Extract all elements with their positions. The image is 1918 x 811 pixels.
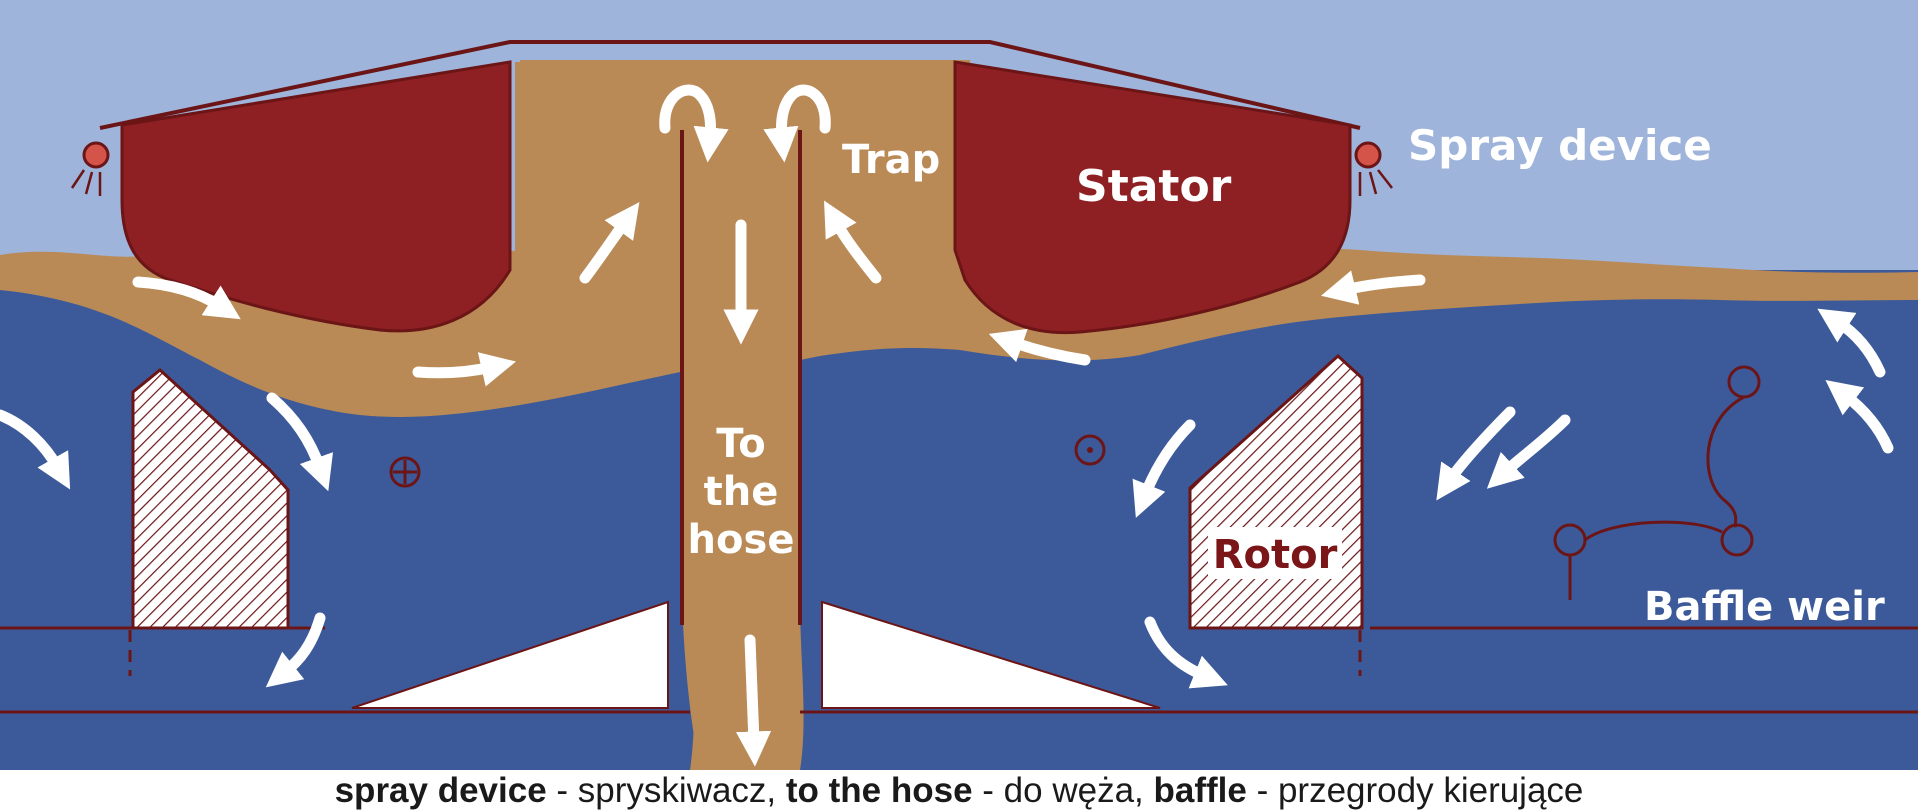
stator-left (120, 60, 512, 333)
arrow-up-left-column (579, 202, 640, 284)
stator-roof-line (99, 40, 1361, 130)
arrow-trap-left (659, 84, 729, 163)
wedge-right (821, 600, 1161, 709)
label-stator: Stator (1076, 161, 1232, 212)
arrow-left-blade-top (266, 392, 334, 492)
baffle-weir-mechanism (1553, 365, 1761, 600)
arrow-baffle-up-2 (1825, 380, 1894, 454)
arrow-down-tube-lower (735, 634, 772, 767)
arrow-right-blade-bottom (1144, 616, 1228, 689)
label-spray-device: Spray device (1408, 121, 1712, 170)
arrow-froth-right-1 (1321, 270, 1426, 305)
spray-device-left (70, 141, 110, 196)
arrow-froth-left-1 (132, 276, 241, 320)
label-rotor: Rotor (1213, 532, 1338, 578)
flow-arrows (0, 84, 1894, 767)
label-to-the-hose-line2: the (704, 469, 779, 515)
into-page-symbol (389, 456, 421, 488)
caption-translation-baffle: - przegrody kierujące (1246, 771, 1584, 810)
arrow-baffle-up-1 (1817, 308, 1886, 378)
arrow-up-right-column (824, 200, 882, 284)
label-trap: Trap (842, 137, 940, 183)
stator-right (953, 60, 1352, 335)
caption-translation-to-the-hose: - do węża, (972, 771, 1154, 810)
label-to-the-hose-line1: To (716, 421, 765, 467)
rotor-blade-left (131, 368, 290, 630)
arrow-left-outer (0, 409, 71, 490)
caption-term-spray-device: spray device (334, 771, 547, 810)
arrow-trap-right (763, 84, 831, 163)
arrow-left-blade-bottom (265, 612, 326, 688)
draft-tube (682, 130, 804, 770)
arrow-right-blade-top (1132, 419, 1196, 518)
spray-device-right (1354, 141, 1393, 196)
legend-caption: spray device - spryskiwacz, to the hose … (0, 770, 1918, 811)
caption-term-baffle: baffle (1153, 771, 1247, 810)
caption-term-to-the-hose: to the hose (785, 771, 973, 810)
out-of-page-symbol (1074, 434, 1106, 466)
label-to-the-hose-line3: hose (688, 517, 795, 563)
arrow-froth-left-2 (412, 352, 517, 387)
label-baffle-weir: Baffle weir (1644, 584, 1885, 630)
rotor-label-box (1208, 527, 1342, 579)
arrow-baffle-1 (1436, 406, 1516, 501)
arrow-baffle-2 (1486, 414, 1571, 489)
arrow-froth-right-2 (988, 328, 1091, 366)
caption-translation-spray-device: - spryskiwacz, (546, 771, 786, 810)
wedge-left (351, 600, 669, 709)
